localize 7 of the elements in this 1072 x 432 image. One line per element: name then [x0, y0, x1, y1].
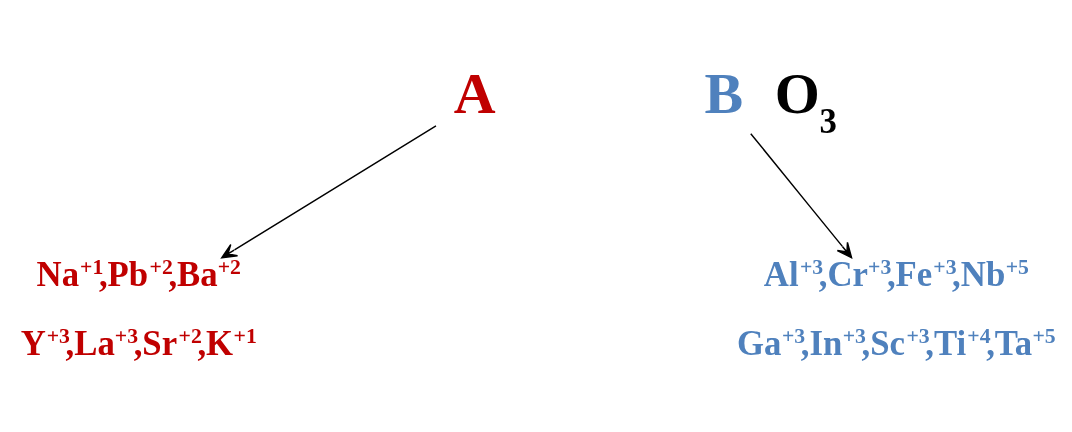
node-text: B: [704, 61, 744, 127]
node-text: Al$^{+3}$,Cr$^{+3}$,Fe$^{+3}$,Nb$^{+5}$ Ga$^{+3}$,In$^{+3}$,Sc$^{+3}$,Ti$^{+4}$,Ta$^{+5}$: [736, 254, 1056, 364]
node-text: Na$^{+1}$,Pb$^{+2}$,Ba$^{+2}$ Y$^{+3}$,La$^{+3}$,Sr$^{+2}$,K$^{+1}$: [20, 254, 257, 364]
node-text: A: [453, 61, 496, 127]
arrow: [750, 132, 853, 259]
label: O$_{3}$: [774, 61, 837, 141]
arrow: [221, 125, 437, 259]
